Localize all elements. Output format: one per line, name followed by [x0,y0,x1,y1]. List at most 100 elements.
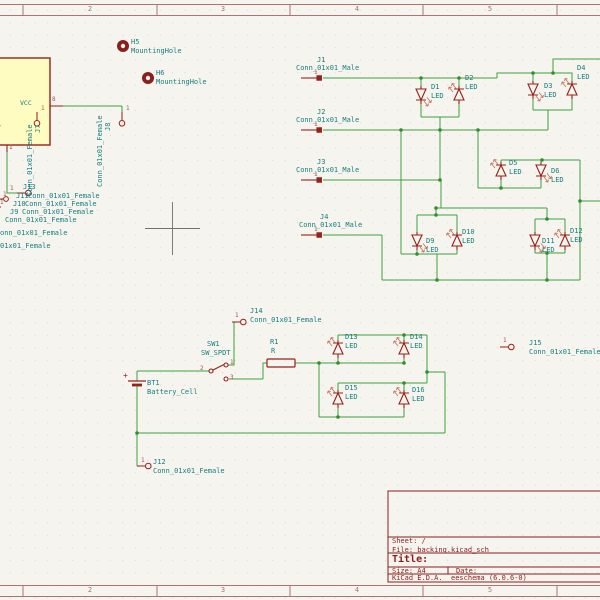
d14-ref: D14 [410,333,423,341]
bt1-value: Battery_Cell [147,388,198,396]
stack-row1-ref: J11 [16,192,29,200]
j12-value: Conn_01x01_Female [153,467,225,475]
j12-ref: J12 [153,458,166,466]
d11-value: LED [542,246,555,254]
connector-j8-symbol[interactable] [118,111,126,127]
led-d15[interactable] [327,386,344,409]
led-d10[interactable] [446,228,463,251]
ruler-top-5: 5 [487,5,493,13]
ic-pin8-number: 8 [52,96,56,103]
j3-value: Conn_01x01_Male [296,166,360,174]
sw1-pin3: 3 [230,374,234,381]
titleblock-title: Title: [392,554,429,565]
j2-pin: 1 [314,121,318,128]
switch-sw1-symbol[interactable] [208,362,229,382]
d12-value: LED [570,236,583,244]
connector-j3-symbol[interactable] [301,177,322,183]
j2-ref: J2 [317,108,326,116]
ic-symbol[interactable] [0,57,63,152]
stack-row4-value: Conn_01x01_Female [5,216,77,224]
d6-ref: D6 [551,167,560,175]
j4-ref: J4 [320,213,329,221]
j14-pin: 1 [235,312,239,319]
j14-value: Conn_01x01_Female [250,316,322,324]
battery-bt1-symbol[interactable] [128,380,146,387]
h5-ref: H5 [131,38,140,46]
connector-j4-symbol[interactable] [301,232,322,238]
j7-pin: 1 [41,105,45,112]
led-d16[interactable] [393,386,410,409]
sw1-ref: SW1 [207,340,220,348]
connector-j15-symbol[interactable] [499,343,515,351]
led-d12[interactable] [554,228,571,251]
j8-pin: 1 [126,105,130,112]
d13-ref: D13 [345,333,358,341]
titleblock-size: Size: A4 [392,566,426,575]
j3-pin: 1 [314,171,318,178]
d6-value: LED [551,176,564,184]
mounting-hole-h6[interactable] [142,72,154,84]
j8-value: Conn_01x01_Female [96,115,104,187]
stack-row3-ref: J9 [10,208,19,216]
j3-ref: J3 [317,158,326,166]
d15-value: LED [345,393,358,401]
d14-value: LED [410,342,423,350]
sheet-border [0,4,600,597]
led-d5[interactable] [490,158,507,181]
led-d3[interactable] [527,80,544,102]
stack-row3-value: Conn_01x01_Female [22,208,94,216]
stack-row2-value: Conn_01x01_Female [25,200,97,208]
junction-dots [35,71,582,435]
mounting-hole-h5[interactable] [117,40,129,52]
j15-ref: J15 [529,339,542,347]
bt1-plus-sign: + [123,371,128,380]
title-block [387,490,600,583]
d4-ref: D4 [577,64,586,72]
connector-j1-symbol[interactable] [301,75,322,81]
j14-ref: J14 [250,307,263,315]
d5-value: LED [509,168,522,176]
sw1-value: SW_SPDT [201,349,231,357]
r1-value: R [271,347,276,355]
h5-value: MountingHole [131,47,182,55]
titleblock-sheet: Sheet: / [392,537,426,545]
j13-pin: 1 [10,185,14,192]
j15-pin: 1 [503,337,507,344]
d12-ref: D12 [570,227,583,235]
led-d6[interactable] [535,161,552,183]
d10-value: LED [462,237,475,245]
j12-pin: 1 [141,457,145,464]
h6-ref: H6 [156,69,165,77]
ruler-bottom-2: 2 [87,586,93,594]
d10-ref: D10 [462,228,475,236]
led-d1[interactable] [415,85,432,107]
sw1-pin2: 2 [200,365,204,372]
stack-row1-value: Conn_01x01_Female [28,192,100,200]
led-d2[interactable] [448,82,465,105]
ruler-bottom-4: 4 [354,586,360,594]
led-d13[interactable] [327,336,344,359]
cursor-crosshair [145,202,200,255]
stack-row1-pin: 1 [3,191,7,198]
j2-value: Conn_01x01_Male [296,116,360,124]
resistor-r1-symbol[interactable] [266,358,296,368]
d15-ref: D15 [345,384,358,392]
led-d4[interactable] [561,77,578,100]
d5-ref: D5 [509,159,518,167]
ic-pin-vcc-label: VCC [20,99,32,107]
connector-j2-symbol[interactable] [301,127,322,133]
stack-row5-value: onn_01x01_Female [0,229,68,237]
j4-value: Conn_01x01_Male [299,221,363,229]
ruler-bottom-3: 3 [220,586,226,594]
titleblock-app: KiCad E.D.A. eeschema (6.0.6-0) [392,574,527,582]
ruler-top-2: 2 [87,5,93,13]
connector-j12-symbol[interactable] [136,462,152,470]
led-d14[interactable] [393,336,410,359]
connector-stack-symbols[interactable] [0,196,9,208]
stack-row2-pin: 1 [0,199,4,206]
d16-ref: D16 [412,386,425,394]
d2-value: LED [465,83,478,91]
d4-value: LED [577,73,590,81]
j1-ref: J1 [317,56,326,64]
